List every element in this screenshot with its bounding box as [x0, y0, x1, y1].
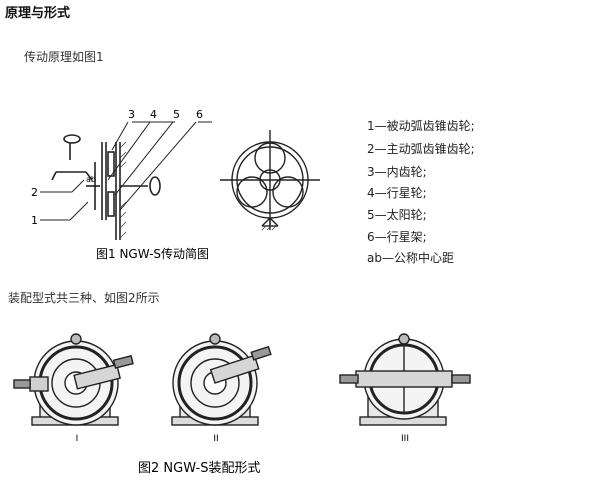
assembly-variant-3	[339, 333, 471, 426]
intro-text: 传动原理如图1	[24, 50, 104, 64]
legend-item-1: 1—被动弧齿锥齿轮;	[367, 119, 475, 133]
variant-label-2: II	[213, 434, 218, 444]
figure1-caption: 图1 NGW-S传动简图	[96, 246, 209, 261]
figure2-caption: 图2 NGW-S装配形式	[138, 461, 260, 476]
part-label-2: 2	[31, 186, 38, 199]
transmission-schematic: 3 4 5 6 ab 2 1	[31, 108, 320, 261]
legend-item-3: 3—内齿轮;	[367, 165, 427, 179]
legend-item-5: 5—太阳轮;	[367, 208, 427, 222]
part-label-3: 3	[128, 108, 135, 121]
legend-item-ab: ab—公称中心距	[367, 251, 454, 265]
variant-label-3: III	[401, 434, 409, 444]
center-distance-label: ab	[86, 175, 96, 184]
assembly-variant-2	[171, 333, 272, 426]
variant-label-1: I	[76, 434, 79, 444]
assembly-variant-1	[13, 333, 134, 426]
part-label-5: 5	[173, 108, 180, 121]
part-label-1: 1	[31, 214, 38, 227]
assembly-text: 装配型式共三种、如图2所示	[8, 291, 160, 305]
part-label-4: 4	[150, 108, 157, 121]
legend-item-2: 2—主动弧齿锥齿轮;	[367, 142, 475, 156]
legend-item-4: 4—行星轮;	[367, 186, 427, 200]
part-label-6: 6	[196, 108, 203, 121]
assembly-forms-figure: I II III 图2 NGW-S装配形式	[13, 333, 471, 476]
section-heading: 原理与形式	[5, 6, 71, 21]
legend-item-6: 6—行星架;	[367, 230, 427, 244]
